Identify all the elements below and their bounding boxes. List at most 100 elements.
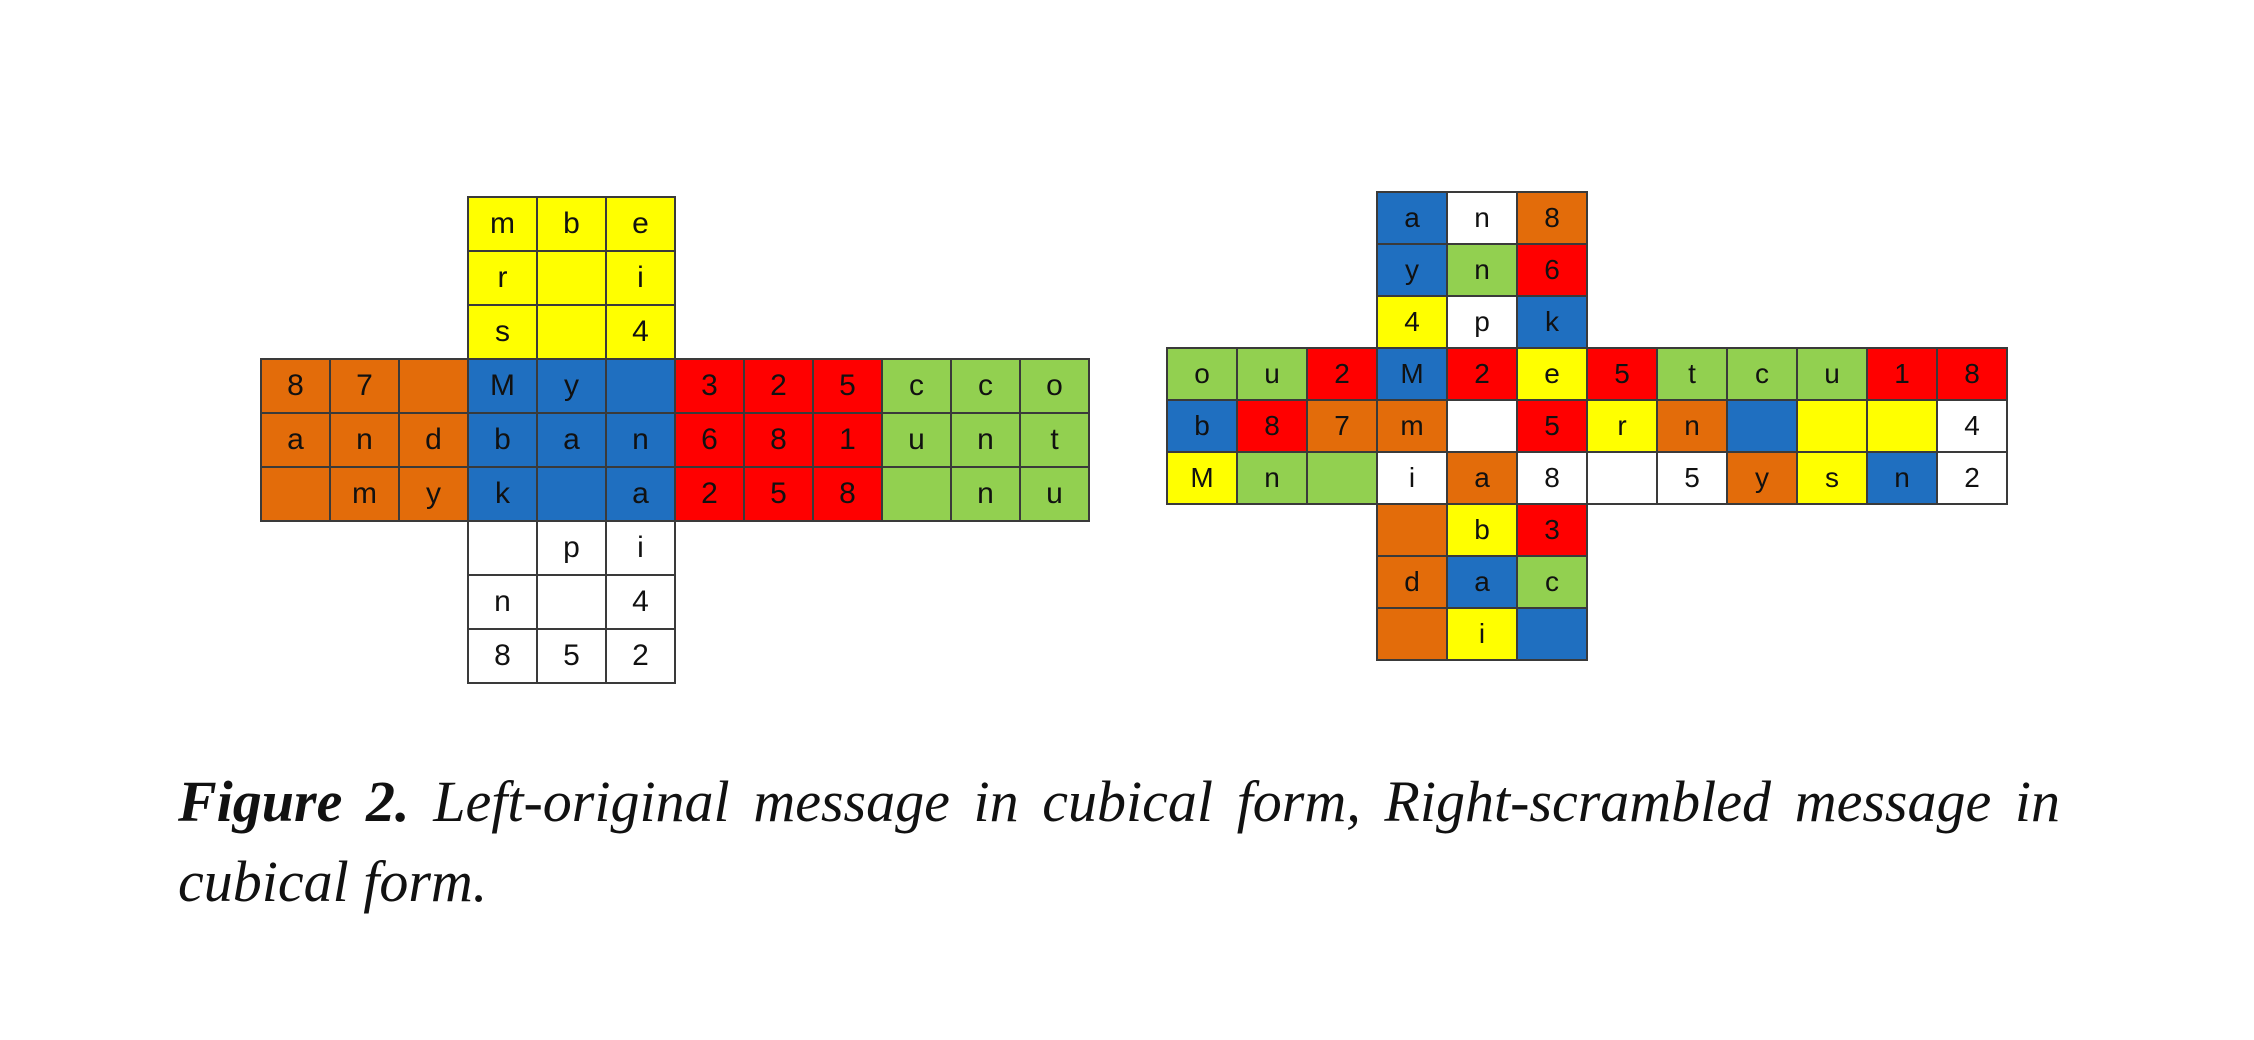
cube-cell: n xyxy=(950,466,1021,522)
cube-cell: 5 xyxy=(1656,451,1728,505)
cube-cell xyxy=(605,358,676,414)
cube-cell: c xyxy=(950,358,1021,414)
cube-cell: s xyxy=(1796,451,1868,505)
cube-cell: M xyxy=(1376,347,1448,401)
cube-cell: s xyxy=(467,304,538,360)
cube-cell: 2 xyxy=(674,466,745,522)
cube-cell: 7 xyxy=(1306,399,1378,453)
cube-cell: 4 xyxy=(605,304,676,360)
cube-cell: n xyxy=(329,412,400,468)
cube-cell: M xyxy=(1166,451,1238,505)
cube-cell: t xyxy=(1656,347,1728,401)
cube-cell: y xyxy=(1376,243,1448,297)
cube-cell: i xyxy=(605,250,676,306)
cube-cell xyxy=(1446,399,1518,453)
cube-cell: e xyxy=(1516,347,1588,401)
cube-cell xyxy=(536,574,607,630)
cube-cell: 4 xyxy=(605,574,676,630)
cube-cell: m xyxy=(467,196,538,252)
cube-cell: 5 xyxy=(1516,399,1588,453)
cube-cell xyxy=(1866,399,1938,453)
cube-cell: c xyxy=(1726,347,1798,401)
caption-label: Figure 2. xyxy=(178,769,410,834)
cube-cell: 6 xyxy=(1516,243,1588,297)
cube-cell: p xyxy=(1446,295,1518,349)
cube-cell: 8 xyxy=(260,358,331,414)
cube-cell: k xyxy=(467,466,538,522)
caption-text: Left-original message in cubical form, R… xyxy=(178,769,2060,914)
cube-cell: u xyxy=(1019,466,1090,522)
cube-cell: 1 xyxy=(1866,347,1938,401)
cube-cell: 2 xyxy=(1936,451,2008,505)
cube-cell: u xyxy=(1236,347,1308,401)
cube-cell: u xyxy=(881,412,952,468)
cube-cell xyxy=(1306,451,1378,505)
cube-cell: 4 xyxy=(1376,295,1448,349)
cube-cell: 8 xyxy=(1516,451,1588,505)
cube-cell xyxy=(1376,503,1448,557)
cube-cell: y xyxy=(1726,451,1798,505)
cube-cell: 5 xyxy=(1586,347,1658,401)
cube-cell: n xyxy=(605,412,676,468)
cube-cell: 2 xyxy=(605,628,676,684)
cube-cell: n xyxy=(1656,399,1728,453)
cube-cell: p xyxy=(536,520,607,576)
cube-cell xyxy=(1376,607,1448,661)
cube-cell: i xyxy=(1446,607,1518,661)
cube-cell: 8 xyxy=(467,628,538,684)
cube-cell: a xyxy=(260,412,331,468)
cube-cell: m xyxy=(1376,399,1448,453)
cube-cell xyxy=(398,358,469,414)
cube-cell: a xyxy=(1376,191,1448,245)
cube-cell: c xyxy=(881,358,952,414)
cube-cell: m xyxy=(329,466,400,522)
cube-cell: b xyxy=(1446,503,1518,557)
cube-cell xyxy=(1726,399,1798,453)
cube-cell: k xyxy=(1516,295,1588,349)
cube-cell xyxy=(467,520,538,576)
cube-cell xyxy=(881,466,952,522)
figure-caption: Figure 2. Left-original message in cubic… xyxy=(178,762,2060,922)
cube-cell: c xyxy=(1516,555,1588,609)
cube-cell: d xyxy=(1376,555,1448,609)
cube-cell: u xyxy=(1796,347,1868,401)
cube-cell: n xyxy=(467,574,538,630)
cube-cell: a xyxy=(1446,555,1518,609)
cube-cell xyxy=(536,304,607,360)
cube-cell xyxy=(1586,451,1658,505)
cube-cell: 2 xyxy=(743,358,814,414)
cube-cell: 7 xyxy=(329,358,400,414)
cube-cell: b xyxy=(1166,399,1238,453)
cube-cell: i xyxy=(605,520,676,576)
cube-cell: 8 xyxy=(812,466,883,522)
cube-cell xyxy=(536,466,607,522)
cube-cell: a xyxy=(536,412,607,468)
cube-cell: d xyxy=(398,412,469,468)
cube-cell: M xyxy=(467,358,538,414)
cube-cell xyxy=(536,250,607,306)
cube-cell xyxy=(1796,399,1868,453)
cube-cell: 2 xyxy=(1306,347,1378,401)
cube-cell: 8 xyxy=(1236,399,1308,453)
cube-cell: 4 xyxy=(1936,399,2008,453)
cube-cell: n xyxy=(1446,243,1518,297)
cube-cell: o xyxy=(1019,358,1090,414)
cube-cell xyxy=(1516,607,1588,661)
cube-cell: 5 xyxy=(812,358,883,414)
cube-cell: t xyxy=(1019,412,1090,468)
cube-cell: i xyxy=(1376,451,1448,505)
cube-cell: e xyxy=(605,196,676,252)
cube-cell: r xyxy=(467,250,538,306)
cube-cell: y xyxy=(398,466,469,522)
cube-cell: n xyxy=(1446,191,1518,245)
cube-cell: n xyxy=(950,412,1021,468)
cube-cell: n xyxy=(1236,451,1308,505)
cube-cell: 5 xyxy=(536,628,607,684)
cube-cell: 8 xyxy=(1516,191,1588,245)
cube-cell: 2 xyxy=(1446,347,1518,401)
cube-cell: 8 xyxy=(743,412,814,468)
cube-cell: 1 xyxy=(812,412,883,468)
cube-cell: r xyxy=(1586,399,1658,453)
cube-cell: b xyxy=(467,412,538,468)
cube-cell: 6 xyxy=(674,412,745,468)
